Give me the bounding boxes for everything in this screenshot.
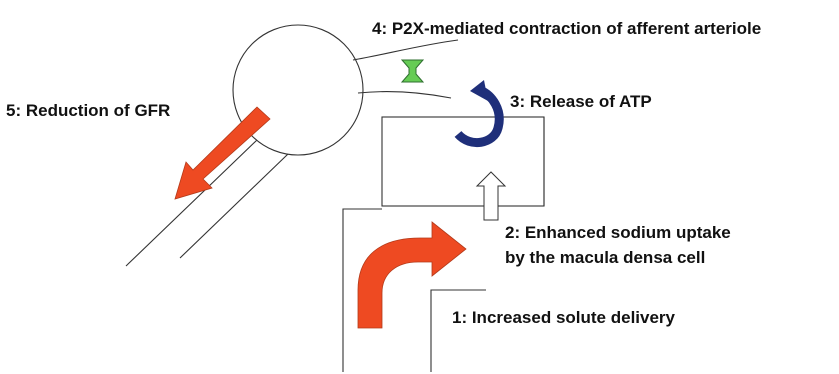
diagonal-arrow-icon	[174, 106, 271, 200]
step-2-label-line1: 2: Enhanced sodium uptake	[505, 223, 731, 242]
step-4-label: 4: P2X-mediated contraction of afferent …	[372, 19, 761, 38]
macula-densa-cell	[381, 116, 545, 207]
step-1-label: 1: Increased solute delivery	[452, 308, 676, 327]
contraction-marker	[400, 59, 425, 83]
circular-arrow-icon	[454, 80, 504, 147]
curved-arrow-icon	[357, 221, 467, 329]
efferent-arteriole	[125, 139, 289, 267]
glomerulus-circle	[232, 24, 364, 156]
up-arrow-icon	[475, 171, 507, 221]
step-5-label: 5: Reduction of GFR	[6, 101, 170, 120]
step-3-label: 3: Release of ATP	[510, 92, 652, 111]
double-arrow-icon	[400, 59, 425, 83]
step-2-label-line2: by the macula densa cell	[505, 248, 705, 267]
tubule	[342, 117, 545, 372]
afferent-arteriole	[352, 39, 459, 99]
